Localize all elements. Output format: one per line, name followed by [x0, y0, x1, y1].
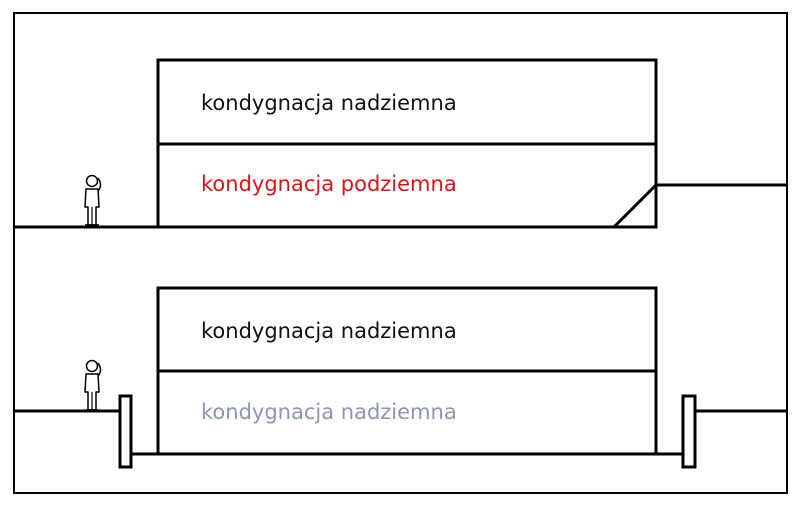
bottom-upper-floor-label: kondygnacja nadziemna [201, 319, 457, 343]
bottom-section: kondygnacja nadziemna kondygnacja nadzie… [14, 286, 787, 469]
top-section: kondygnacja nadziemna kondygnacja podzie… [14, 58, 787, 229]
left-retaining-wall [118, 394, 133, 469]
top-lower-floor-label: kondygnacja podziemna [201, 172, 457, 196]
person-icon [84, 359, 102, 411]
person-icon [84, 174, 102, 226]
top-dashed-fill [614, 185, 658, 229]
top-slope-line [612, 183, 658, 229]
right-retaining-wall [681, 394, 697, 469]
outer-frame [13, 12, 788, 494]
bottom-lower-floor-label: kondygnacja nadziemna [201, 400, 457, 424]
top-upper-floor-label: kondygnacja nadziemna [201, 91, 457, 115]
